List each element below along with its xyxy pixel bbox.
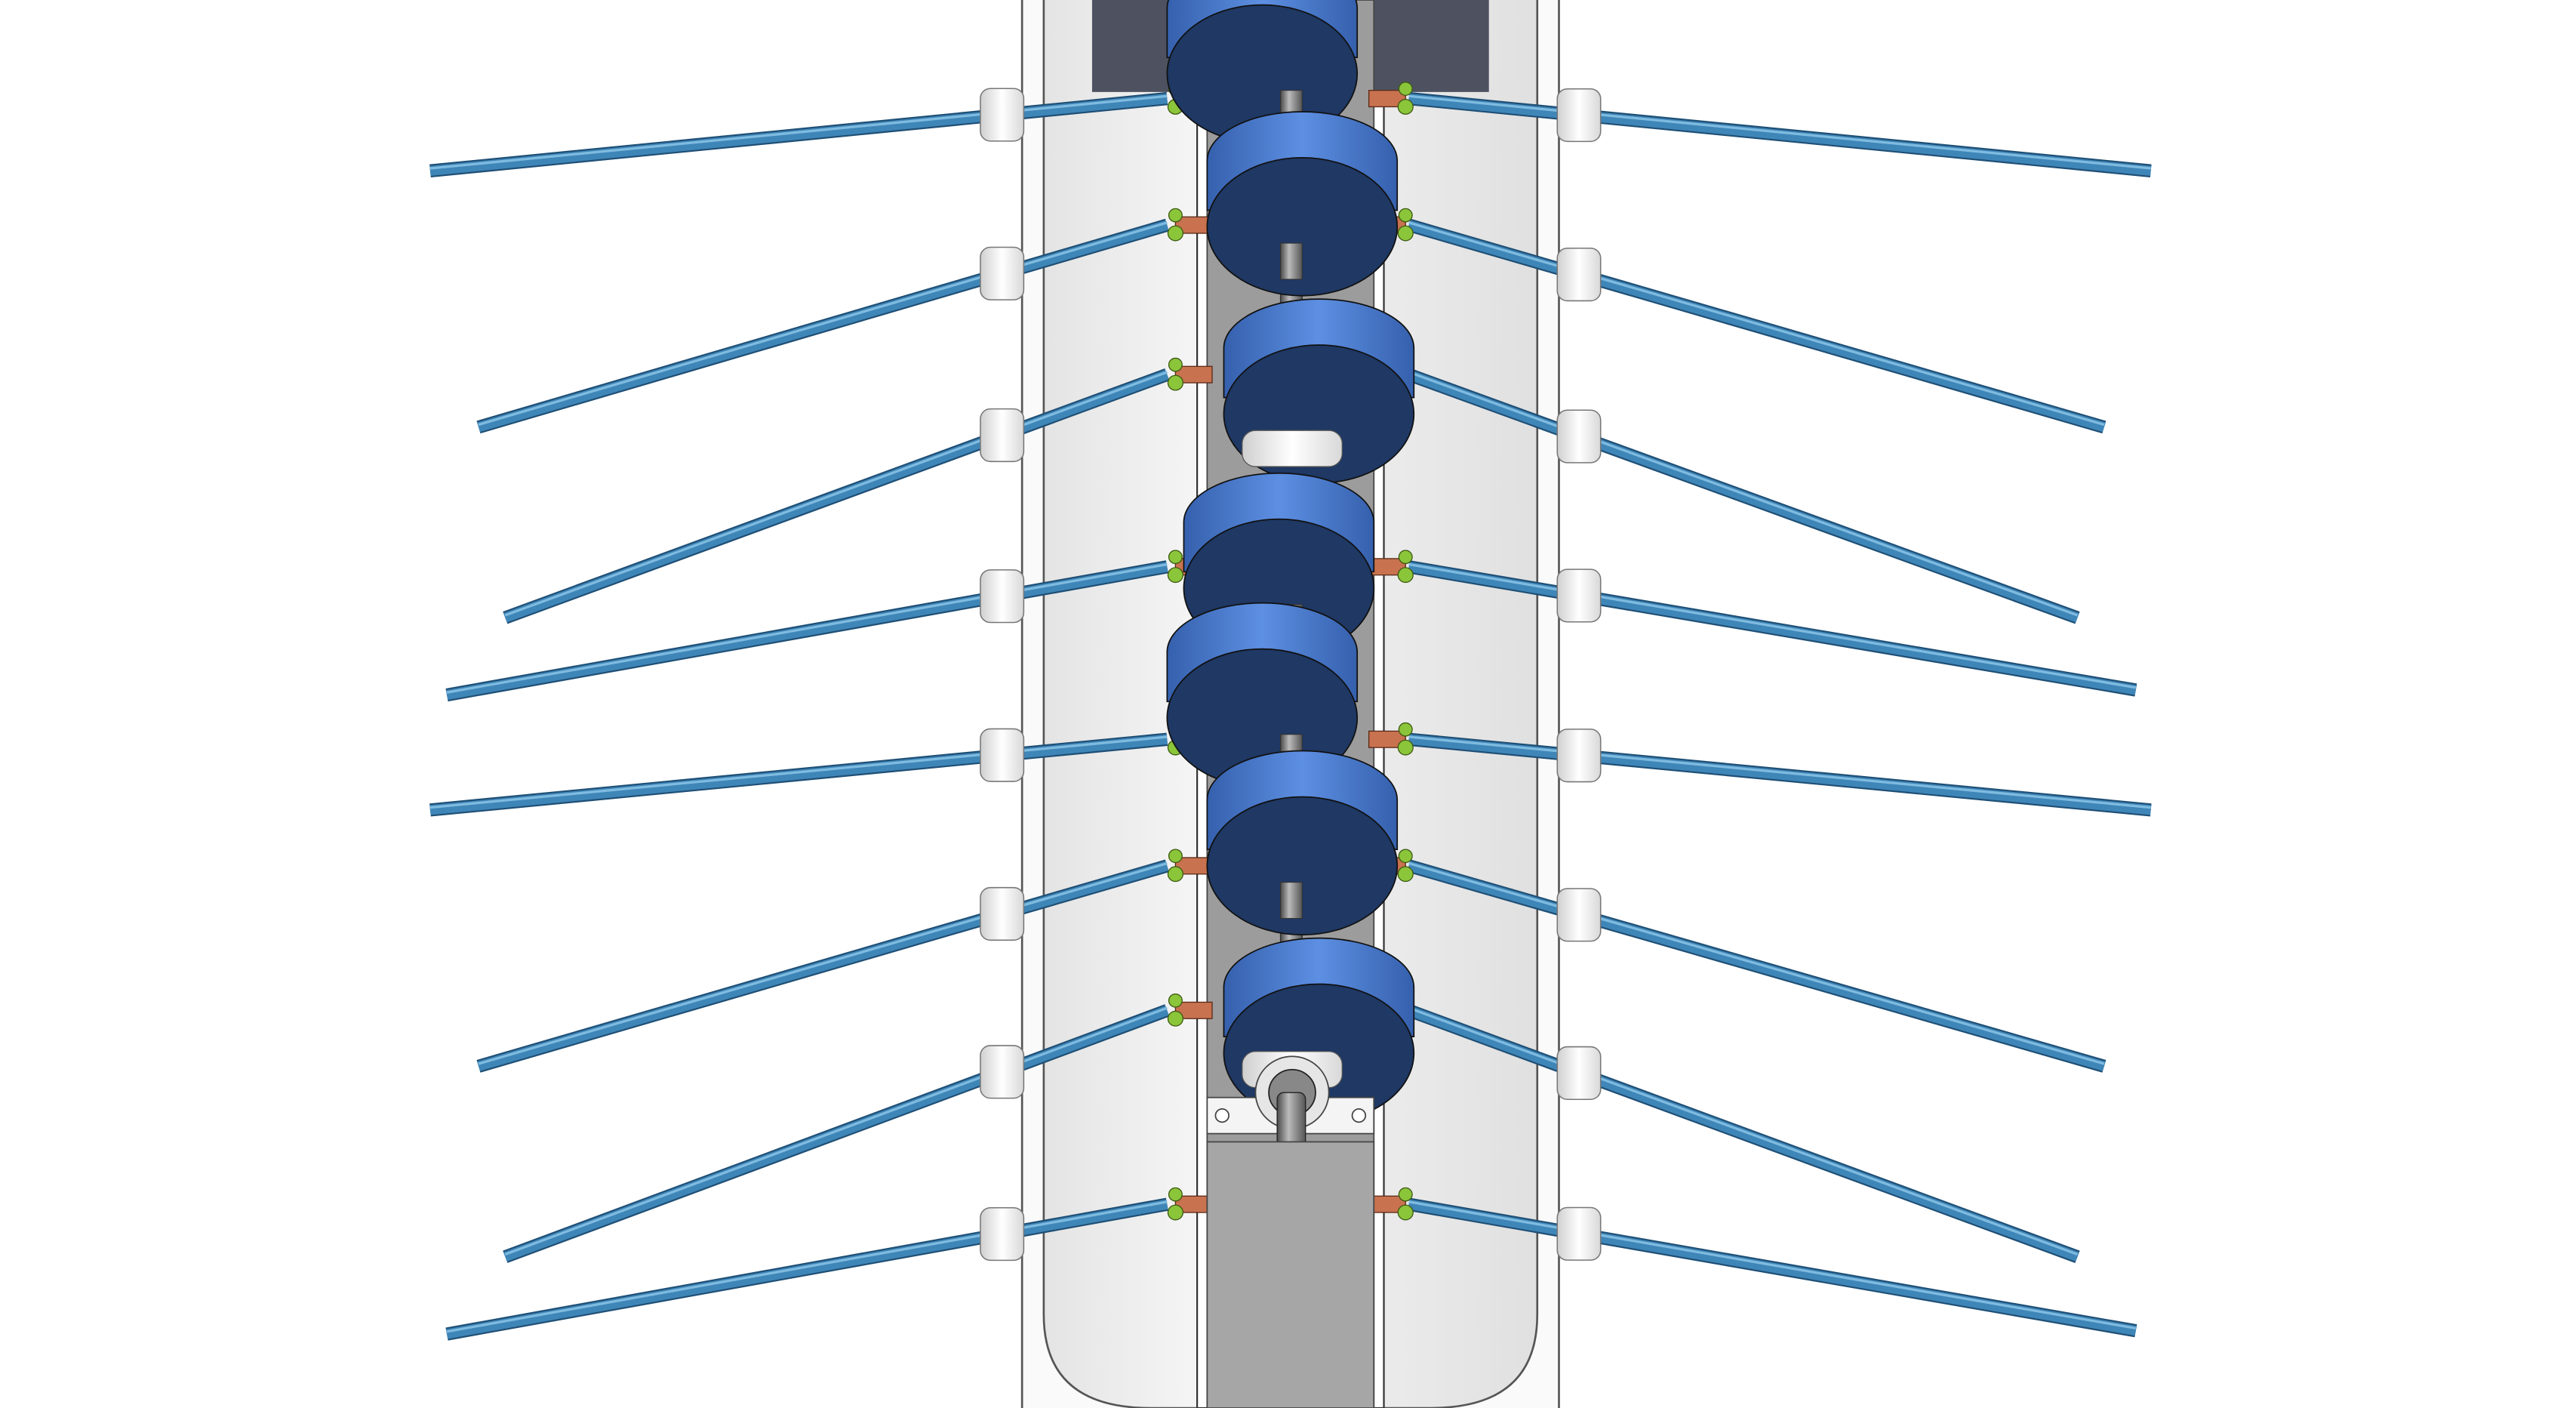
left-3-nut-icon — [1168, 357, 1183, 372]
collar-right-5 — [1556, 729, 1602, 783]
left-7-nut-icon — [1168, 993, 1183, 1008]
rod-left-5 — [429, 734, 1168, 815]
collar-left-1 — [980, 88, 1025, 142]
cams — [1166, 0, 1415, 1123]
rod-right-7 — [1407, 1006, 2079, 1262]
cam-face — [1206, 157, 1399, 297]
cam-6 — [1206, 750, 1399, 936]
collar-left-7 — [980, 1045, 1025, 1099]
bearing-block — [1206, 1055, 1375, 1408]
rod-left-8-highlight — [446, 1200, 1168, 1333]
rod-right-7-highlight — [1408, 1006, 2079, 1256]
left-2-nut-icon — [1167, 225, 1183, 242]
right-2-nut-icon — [1397, 225, 1414, 242]
right-1-nut-icon — [1398, 82, 1413, 96]
left-4-nut-icon — [1168, 550, 1183, 565]
rod-left-3 — [503, 370, 1169, 623]
rod-right-6-highlight — [1408, 862, 2105, 1065]
rods — [429, 82, 2152, 1341]
rod-left-5-highlight — [429, 735, 1168, 809]
collar-right-6 — [1556, 888, 1602, 942]
rod-left-6-highlight — [478, 862, 1168, 1065]
collar-left-2 — [980, 246, 1025, 300]
right-5-nut-icon — [1398, 722, 1413, 737]
rod-left-6 — [477, 861, 1169, 1071]
collar-right-7 — [1556, 1046, 1602, 1100]
collar-left-4 — [980, 569, 1025, 624]
rod-left-7-highlight — [504, 1006, 1168, 1256]
rod-left-1-highlight — [429, 94, 1168, 170]
left-2-nut-icon — [1168, 208, 1183, 223]
cam-1 — [1166, 0, 1359, 144]
rod-right-5-highlight — [1408, 735, 2151, 809]
rod-right-8-highlight — [1408, 1200, 2137, 1330]
rod-left-1 — [429, 94, 1168, 176]
left-7-bracket — [1174, 1001, 1213, 1019]
rod-left-8 — [445, 1199, 1168, 1339]
rod-right-8 — [1408, 1199, 2137, 1336]
shaft-segment — [1280, 242, 1303, 280]
rod-right-1-highlight — [1408, 94, 2151, 170]
left-3-bracket — [1174, 365, 1213, 384]
right-4-nut-icon — [1398, 550, 1413, 565]
right-8-nut-icon — [1398, 1187, 1413, 1202]
cam-face — [1206, 796, 1399, 936]
rod-right-5 — [1408, 734, 2152, 815]
rod-left-7 — [503, 1006, 1169, 1262]
right-5-bracket — [1368, 730, 1406, 748]
left-7-nut-icon — [1167, 1010, 1183, 1027]
right-6-nut-icon — [1397, 866, 1414, 883]
collar-right-1 — [1556, 88, 1602, 143]
rod-right-3-highlight — [1408, 371, 2079, 617]
cam-2 — [1206, 111, 1399, 297]
rod-left-2 — [477, 220, 1169, 433]
rod-right-3 — [1407, 370, 2079, 623]
rod-left-4-highlight — [446, 562, 1168, 694]
right-6-nut-icon — [1398, 849, 1413, 864]
rod-right-4 — [1408, 562, 2137, 695]
mount-hole-icon — [1214, 1108, 1230, 1123]
right-8-nut-icon — [1397, 1204, 1414, 1221]
left-6-nut-icon — [1167, 866, 1183, 883]
collar-right-3 — [1556, 409, 1602, 464]
spacer-1 — [1242, 430, 1343, 467]
rod-left-4 — [445, 562, 1168, 700]
left-3-nut-icon — [1167, 374, 1183, 391]
rod-right-4-highlight — [1408, 562, 2137, 689]
left-4-nut-icon — [1167, 567, 1183, 584]
left-8-nut-icon — [1167, 1204, 1183, 1221]
right-2-nut-icon — [1398, 208, 1413, 223]
right-1-nut-icon — [1397, 99, 1414, 115]
collar-left-8 — [980, 1206, 1025, 1262]
collar-left-3 — [980, 408, 1025, 463]
rod-right-1 — [1408, 94, 2152, 176]
rod-left-2-highlight — [478, 221, 1168, 427]
collar-right-2 — [1556, 248, 1602, 302]
right-1-bracket — [1368, 90, 1406, 108]
right-5-nut-icon — [1397, 739, 1414, 756]
collar-right-8 — [1556, 1206, 1602, 1261]
shaft-segment — [1280, 882, 1303, 920]
collar-left-6 — [980, 886, 1025, 941]
right-4-nut-icon — [1397, 567, 1414, 584]
rod-left-3-highlight — [504, 371, 1168, 617]
collar-left-5 — [980, 728, 1025, 782]
base-plate — [1206, 1141, 1375, 1408]
rod-right-2-highlight — [1408, 221, 2105, 427]
left-6-nut-icon — [1168, 849, 1183, 864]
mount-hole-icon — [1351, 1108, 1367, 1123]
collar-right-4 — [1556, 568, 1602, 623]
rod-right-2 — [1407, 220, 2106, 433]
left-8-nut-icon — [1168, 1187, 1183, 1202]
rod-right-6 — [1407, 861, 2106, 1071]
